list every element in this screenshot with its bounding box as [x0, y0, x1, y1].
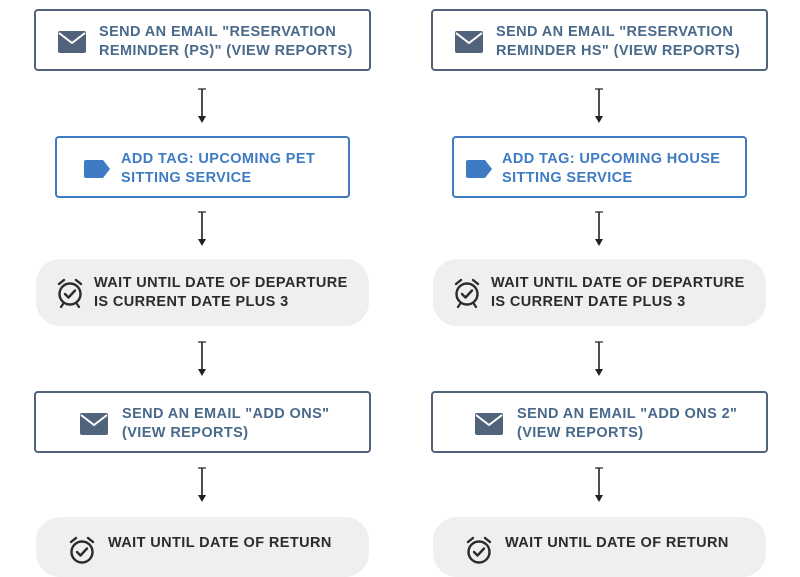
- envelope-icon: [475, 413, 503, 435]
- tag-icon: [466, 160, 492, 178]
- step-send-email-add-ons-2[interactable]: SEND AN EMAIL "ADD ONS 2" (VIEW REPORTS): [431, 391, 768, 453]
- step-label: ADD TAG: UPCOMING HOUSE SITTING SERVICE: [502, 151, 721, 186]
- step-label: WAIT UNTIL DATE OF RETURN: [108, 535, 332, 551]
- flow-arrow: [198, 341, 206, 376]
- step-add-tag-upcoming-house-sitting[interactable]: ADD TAG: UPCOMING HOUSE SITTING SERVICE: [452, 136, 747, 198]
- envelope-icon: [58, 31, 86, 53]
- flow-arrow: [198, 88, 206, 123]
- envelope-icon: [455, 31, 483, 53]
- step-label: SEND AN EMAIL "RESERVATION REMINDER (PS)…: [99, 24, 353, 59]
- step-wait-until-return[interactable]: WAIT UNTIL DATE OF RETURN: [36, 517, 369, 577]
- step-add-tag-upcoming-pet-sitting[interactable]: ADD TAG: UPCOMING PET SITTING SERVICE: [55, 136, 350, 198]
- step-wait-until-return[interactable]: WAIT UNTIL DATE OF RETURN: [433, 517, 766, 577]
- flow-arrow: [595, 467, 603, 502]
- step-label: SEND AN EMAIL "RESERVATION REMINDER HS" …: [496, 24, 741, 59]
- step-label: WAIT UNTIL DATE OF DEPARTURE IS CURRENT …: [491, 275, 745, 310]
- flow-arrow: [198, 211, 206, 246]
- alarm-clock-icon: [454, 278, 480, 308]
- step-send-email-reservation-reminder-hs[interactable]: SEND AN EMAIL "RESERVATION REMINDER HS" …: [431, 9, 768, 71]
- envelope-icon: [80, 413, 108, 435]
- step-label: SEND AN EMAIL "ADD ONS" (VIEW REPORTS): [122, 406, 330, 441]
- alarm-clock-icon: [466, 536, 492, 564]
- step-wait-until-departure[interactable]: WAIT UNTIL DATE OF DEPARTURE IS CURRENT …: [433, 259, 766, 326]
- alarm-clock-icon: [57, 278, 83, 308]
- step-send-email-reservation-reminder-ps[interactable]: SEND AN EMAIL "RESERVATION REMINDER (PS)…: [34, 9, 371, 71]
- step-label: WAIT UNTIL DATE OF RETURN: [505, 535, 729, 551]
- step-label: ADD TAG: UPCOMING PET SITTING SERVICE: [121, 151, 316, 186]
- step-label: SEND AN EMAIL "ADD ONS 2" (VIEW REPORTS): [517, 406, 738, 441]
- alarm-clock-icon: [69, 536, 95, 564]
- step-wait-until-departure[interactable]: WAIT UNTIL DATE OF DEPARTURE IS CURRENT …: [36, 259, 369, 326]
- step-label: WAIT UNTIL DATE OF DEPARTURE IS CURRENT …: [94, 275, 348, 310]
- flow-arrow: [595, 211, 603, 246]
- flow-arrow: [198, 467, 206, 502]
- flow-arrow: [595, 88, 603, 123]
- tag-icon: [84, 160, 110, 178]
- step-send-email-add-ons[interactable]: SEND AN EMAIL "ADD ONS" (VIEW REPORTS): [34, 391, 371, 453]
- flow-arrow: [595, 341, 603, 376]
